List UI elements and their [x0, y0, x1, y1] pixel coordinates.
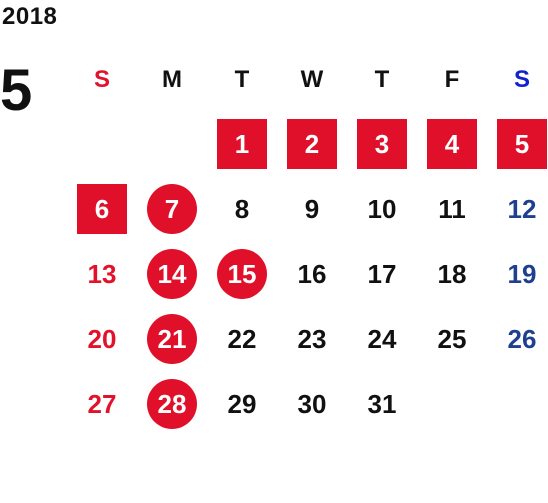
day-cell: 25 — [417, 307, 487, 371]
weekday-sun: S — [93, 66, 110, 93]
day-number: 25 — [437, 323, 467, 354]
year-label: 2018 — [2, 3, 58, 30]
day-number: 26 — [507, 323, 537, 354]
day-number: 10 — [367, 193, 397, 224]
day-cell: 13 — [67, 242, 137, 306]
day-cell: 19 — [487, 242, 548, 306]
day-number: 20 — [87, 323, 117, 354]
day-cell: 31 — [347, 372, 417, 436]
day-number: 7 — [147, 184, 197, 234]
day-number: 21 — [147, 314, 197, 364]
day-number: 11 — [438, 193, 466, 224]
day-number: 9 — [304, 193, 320, 224]
weekday-tue: T — [234, 66, 250, 93]
day-number: 13 — [87, 258, 117, 289]
day-cell: 14 — [137, 242, 207, 306]
day-number: 5 — [497, 119, 547, 169]
day-number: 28 — [147, 379, 197, 429]
day-number: 8 — [234, 193, 250, 224]
day-cell: 22 — [207, 307, 277, 371]
weekday-mon: M — [162, 66, 182, 93]
day-cell: 12 — [487, 177, 548, 241]
day-number: 14 — [147, 249, 197, 299]
day-number: 18 — [437, 258, 467, 289]
day-cell: 11 — [417, 177, 487, 241]
day-cell: 16 — [277, 242, 347, 306]
day-cell: 21 — [137, 307, 207, 371]
day-cell: 30 — [277, 372, 347, 436]
day-cell: 2 — [277, 112, 347, 176]
weekday-fri: F — [444, 66, 460, 93]
day-number: 29 — [227, 388, 257, 419]
day-cell: 10 — [347, 177, 417, 241]
day-cell: 8 — [207, 177, 277, 241]
day-number: 3 — [357, 119, 407, 169]
day-cell: 7 — [137, 177, 207, 241]
day-number: 17 — [367, 258, 397, 289]
day-number: 4 — [427, 119, 477, 169]
day-number: 24 — [367, 323, 397, 354]
day-number: 22 — [227, 323, 257, 354]
week-row: 20 21 22 23 24 25 26 — [67, 307, 548, 371]
day-number: 1 — [217, 119, 267, 169]
day-cell: 4 — [417, 112, 487, 176]
day-cell: 3 — [347, 112, 417, 176]
day-number: 27 — [87, 388, 117, 419]
day-cell: 24 — [347, 307, 417, 371]
week-row: 27 28 29 30 31 — [67, 372, 548, 436]
day-cell: 20 — [67, 307, 137, 371]
day-number: 12 — [507, 193, 537, 224]
weekday-sat: S — [513, 66, 530, 93]
month-number: 5 — [0, 58, 33, 123]
day-cell: 5 — [487, 112, 548, 176]
day-cell: 9 — [277, 177, 347, 241]
day-number: 15 — [217, 249, 267, 299]
week-row: 13 14 15 16 17 18 19 — [67, 242, 548, 306]
day-cell: 27 — [67, 372, 137, 436]
day-number: 31 — [367, 388, 397, 419]
day-cell: 1 — [207, 112, 277, 176]
day-number: 23 — [297, 323, 327, 354]
day-cell: 23 — [277, 307, 347, 371]
day-number: 2 — [287, 119, 337, 169]
weekday-wed: W — [300, 66, 324, 93]
day-number: 16 — [297, 258, 327, 289]
day-number: 30 — [297, 388, 327, 419]
day-cell: 17 — [347, 242, 417, 306]
day-cell: 29 — [207, 372, 277, 436]
weekday-header-row: S M T W T F S — [67, 48, 548, 112]
day-cell: 28 — [137, 372, 207, 436]
day-cell: 18 — [417, 242, 487, 306]
weekday-thu: T — [374, 66, 390, 93]
day-number: 6 — [77, 184, 127, 234]
day-cell: 6 — [67, 177, 137, 241]
day-number: 19 — [507, 258, 537, 289]
day-cell: 26 — [487, 307, 548, 371]
day-cell: 15 — [207, 242, 277, 306]
